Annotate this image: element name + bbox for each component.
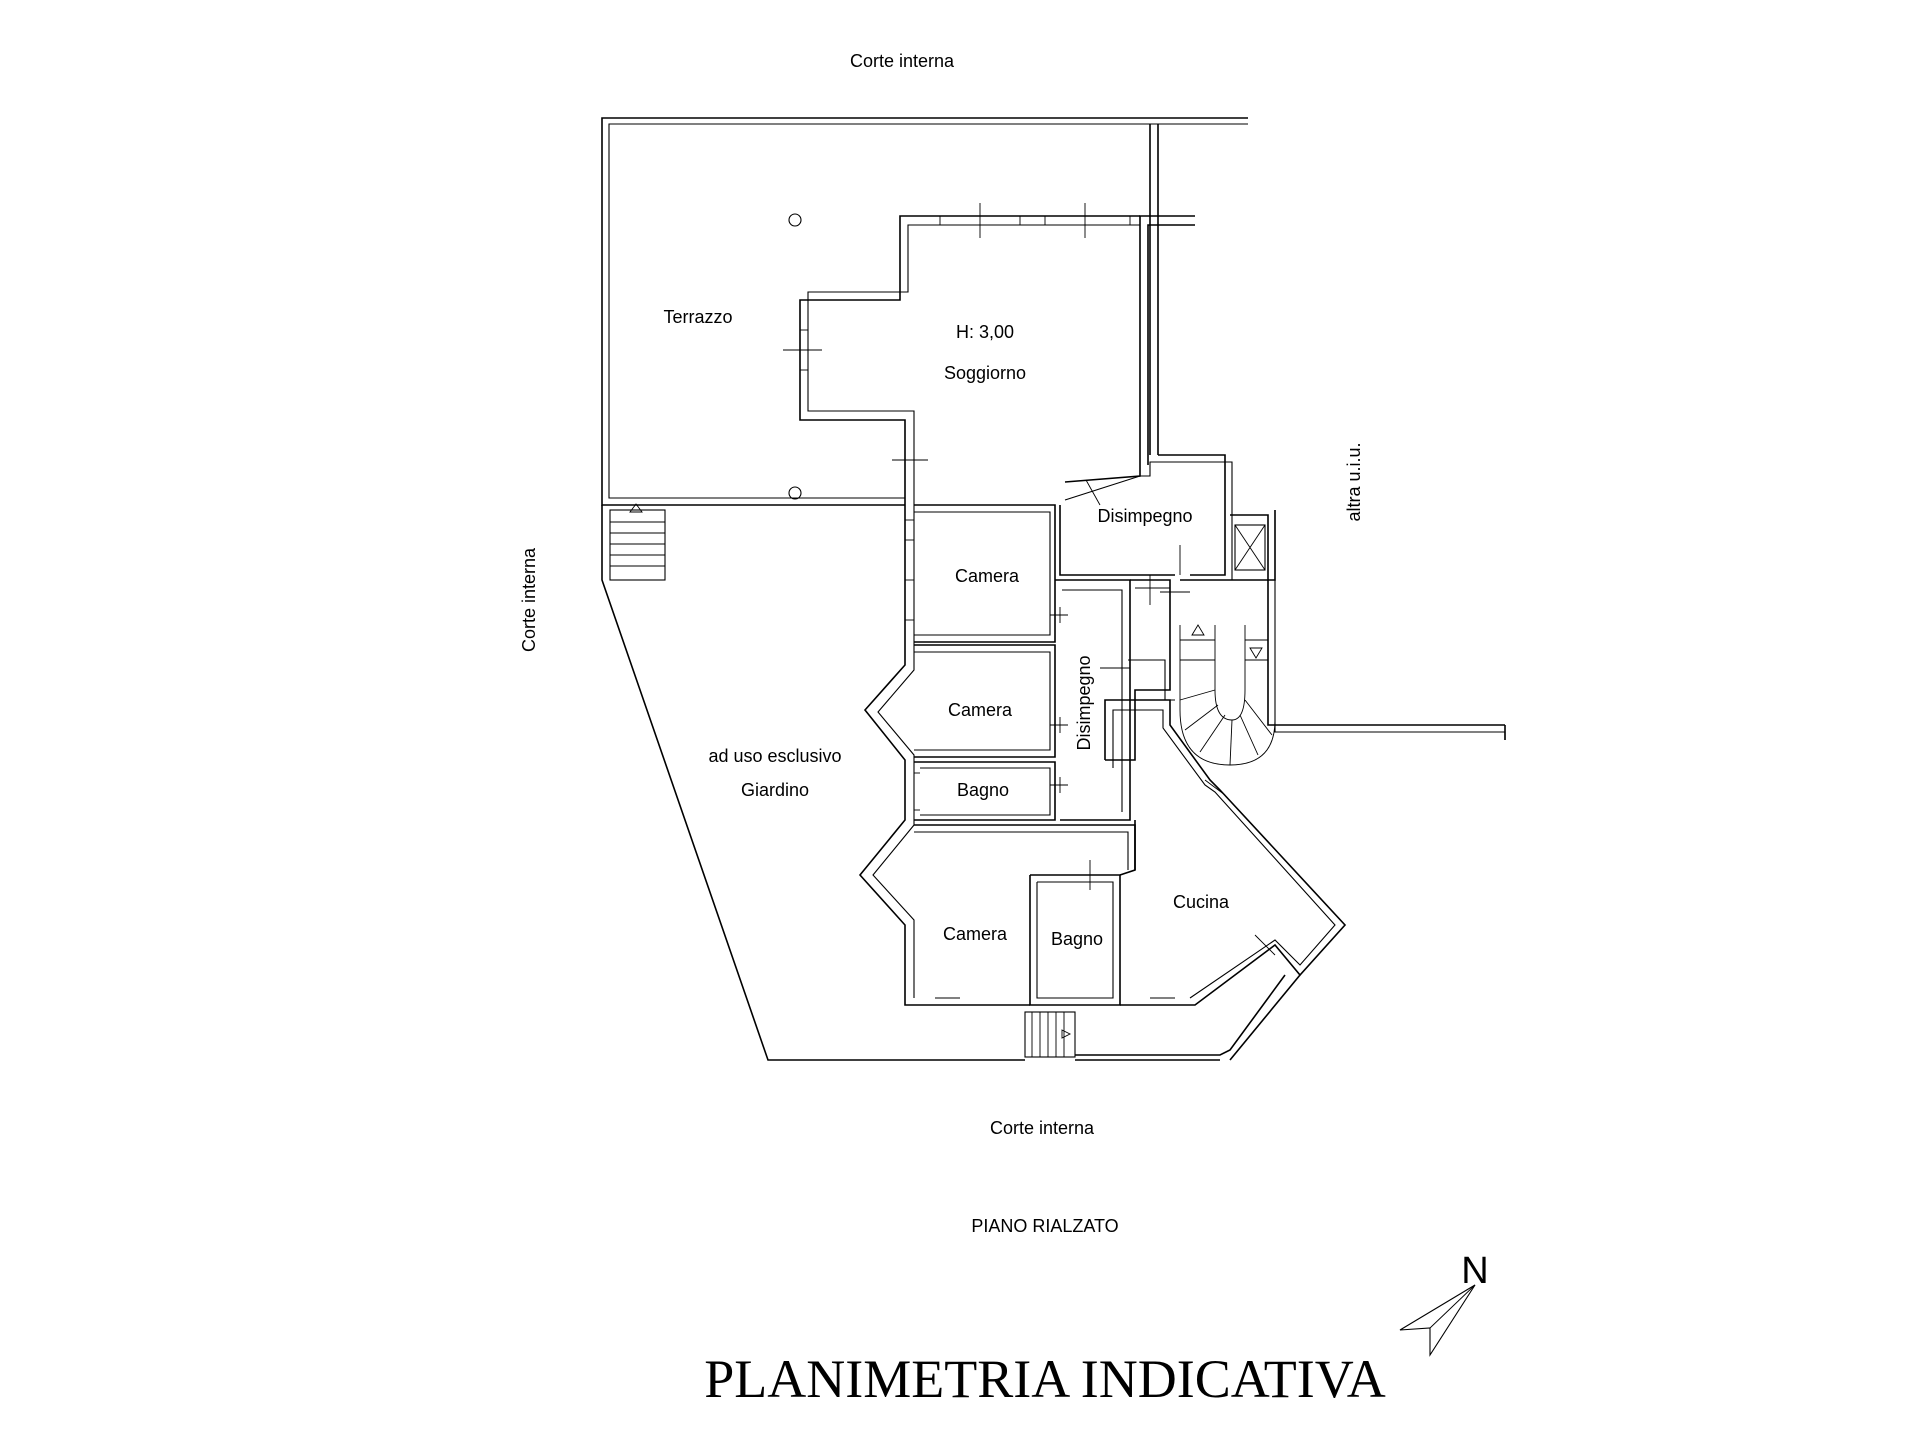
garden-stair-left [609, 503, 666, 581]
corte-top-label: Corte interna [850, 51, 955, 71]
corte-left-label: Corte interna [519, 547, 539, 652]
north-label: N [1461, 1250, 1488, 1292]
terrazzo-label: Terrazzo [663, 307, 732, 327]
garden-boundary [601, 505, 1220, 1061]
height-label: H: 3,00 [956, 322, 1014, 342]
camera-3-label: Camera [943, 924, 1008, 944]
north-arrow-icon [1399, 1284, 1476, 1357]
column-marker [788, 486, 802, 500]
disimpegno-mid-label: Disimpegno [1074, 655, 1094, 750]
bottom-balcony [1075, 974, 1301, 1061]
terrace-boundary [601, 117, 1248, 506]
giardino-line2-label: Giardino [741, 780, 809, 800]
bagno-1-label: Bagno [957, 780, 1009, 800]
page-title: PLANIMETRIA INDICATIVA [704, 1349, 1386, 1409]
camera-2-label: Camera [948, 700, 1013, 720]
floor-label: PIANO RIALZATO [971, 1216, 1118, 1236]
soggiorno-walls [783, 203, 1195, 505]
disimpegno-top-walls [1059, 454, 1233, 580]
corte-bottom-label: Corte interna [990, 1118, 1095, 1138]
corridor-walls [1050, 575, 1190, 821]
entrance-stair [1024, 1011, 1076, 1058]
altra-uiu-label: altra u.i.u. [1344, 442, 1364, 521]
camera-1-label: Camera [955, 566, 1020, 586]
giardino-line1-label: ad uso esclusivo [708, 746, 841, 766]
cucina-label: Cucina [1173, 892, 1230, 912]
bagno-2-label: Bagno [1051, 929, 1103, 949]
soggiorno-label: Soggiorno [944, 363, 1026, 383]
stair-shaft [1179, 510, 1506, 766]
column-marker [788, 213, 802, 227]
disimpegno-top-label: Disimpegno [1097, 506, 1192, 526]
cucina-walls [1104, 699, 1347, 1006]
